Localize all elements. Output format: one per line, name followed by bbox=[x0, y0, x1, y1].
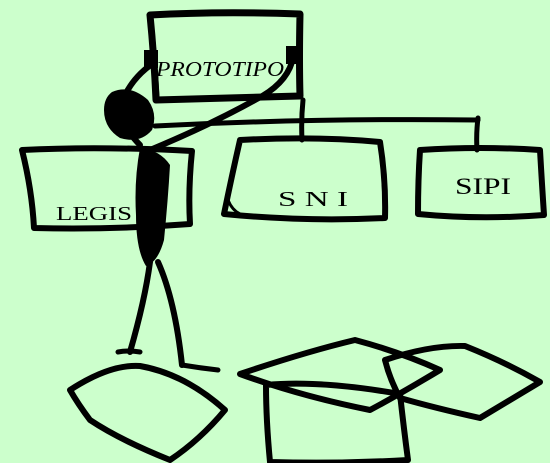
legis-label: LEGIS bbox=[56, 203, 132, 225]
sni-label: S N I bbox=[278, 187, 348, 211]
prototipo-label: PROTOTIPO bbox=[155, 57, 284, 81]
right-hand bbox=[286, 46, 300, 64]
sipi-label: SIPI bbox=[455, 174, 511, 199]
